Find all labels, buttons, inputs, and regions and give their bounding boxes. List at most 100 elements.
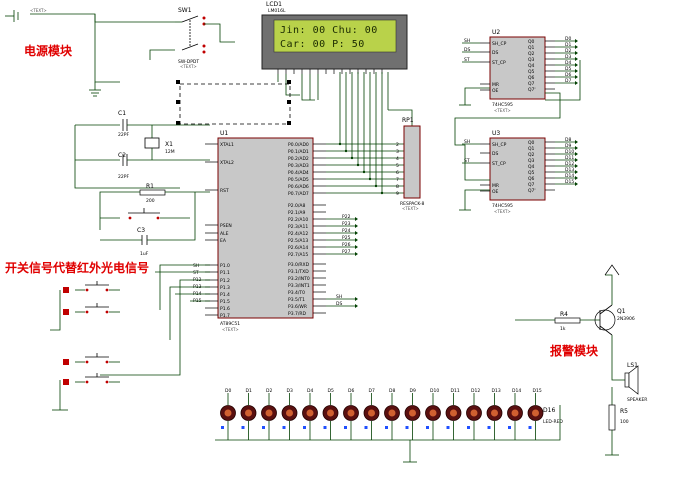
arrow-icon (575, 57, 578, 61)
p2-net-label: P24 (342, 228, 351, 234)
led-core (450, 409, 457, 417)
hc595-output-label: D9 (565, 143, 571, 149)
switch-button-icon[interactable] (63, 359, 69, 365)
u1-pin-label: P3.2/INT0 (288, 276, 310, 282)
dashed-connection-box (179, 83, 291, 125)
hc595-pin-label: Q4 (528, 164, 535, 170)
u2-to-u3-cascade (454, 92, 561, 181)
c1-ref: C1 (118, 110, 126, 117)
u1-pin-label: P2.4/A12 (288, 231, 308, 237)
led-core (224, 409, 232, 417)
sw1-ref: SW1 (178, 7, 192, 14)
hc595-output-label: D5 (565, 66, 571, 72)
u1-pin-label: P1.4 (220, 292, 230, 298)
u1-pin-label: P2.2/A10 (288, 217, 308, 223)
u2-shift-register: U2 SH_CPST_CPDSMROESHSTDSQ0Q1Q2Q3Q4Q5Q6Q… (462, 29, 578, 113)
rp1-pin-number: 8 (396, 184, 399, 190)
led-core (532, 409, 539, 417)
led-pin-marker (385, 426, 388, 429)
led-net-label: D10 (430, 388, 439, 394)
hc595-pin-label: Q2 (528, 152, 535, 158)
hc595-pin-label: Q2 (528, 51, 535, 57)
p2-net-label: P27 (342, 249, 351, 255)
arrow-icon (575, 69, 578, 73)
sw1-value: SW-DPDT (178, 59, 199, 65)
led-pin-marker (405, 426, 409, 429)
p1-wiring (50, 264, 210, 411)
u1-value: AT89C51 (220, 321, 240, 327)
q1-ref: Q1 (617, 308, 626, 315)
led-pin-marker (241, 426, 245, 429)
led-core (327, 409, 334, 417)
lcd-rs-line (301, 74, 315, 101)
svg-text:1uF: 1uF (140, 251, 149, 257)
hc595-pin-label: MR (492, 183, 499, 189)
r1-ref: R1 (146, 183, 154, 190)
hc595-pin-label: Q5 (528, 170, 535, 176)
hc595-output-label: D8 (565, 137, 571, 143)
u1-pin-label: RST (220, 188, 229, 194)
led-common-line (215, 405, 561, 441)
led-net-label: D13 (492, 388, 501, 394)
hc595-pin-label: Q6 (528, 176, 535, 182)
junction-dots (176, 80, 291, 125)
hc595-pin-label: Q3 (528, 57, 535, 63)
hc595-output-label: D0 (565, 36, 571, 42)
u1-pin-label: P3.3/INT1 (288, 283, 310, 289)
svg-text:<TEXT>: <TEXT> (30, 8, 47, 13)
arrow-icon (575, 45, 578, 49)
p2-net-label: P22 (342, 214, 351, 220)
svg-text:<TEXT>: <TEXT> (402, 206, 419, 211)
led-core (265, 409, 273, 417)
u1-pin-label: P2.7/A15 (288, 252, 308, 258)
led-pin-marker (426, 426, 429, 429)
hc595-input-label: ST (464, 57, 470, 63)
svg-text:12M: 12M (165, 149, 175, 155)
arrow-icon (355, 217, 358, 221)
svg-text:22PF: 22PF (118, 174, 129, 180)
led-pin-marker (487, 426, 491, 429)
power-module: 电源模块 <TEXT> (5, 8, 175, 97)
switch-contact (105, 288, 109, 292)
led-net-label: D5 (328, 388, 334, 394)
arrow-icon (575, 39, 578, 43)
led-pin-marker (446, 426, 450, 429)
svg-text:200: 200 (146, 198, 155, 204)
hc595-pin-label: Q7' (528, 188, 536, 194)
arrow-icon (355, 304, 358, 308)
hc595-output-label: D10 (565, 149, 574, 155)
u1-pin-label: P1.1 (220, 270, 230, 276)
switch-button-icon[interactable] (63, 379, 69, 385)
hc595-pin-label: Q5 (528, 69, 535, 75)
sw1-switch[interactable]: SW1 SW-DPDT <TEXT> (149, 7, 235, 69)
u1-pin-label: EA (220, 238, 227, 244)
hc595-pin-label: Q1 (528, 45, 535, 51)
rp1-pin-number: 7 (396, 177, 399, 183)
switch-button-icon[interactable] (63, 309, 69, 315)
switch-contact (85, 360, 89, 364)
switch-contact (105, 360, 109, 364)
p0-data-bus (326, 72, 413, 195)
led-pin-marker (323, 426, 327, 429)
p0-bus-line (326, 72, 347, 152)
led-net-label: D12 (471, 388, 480, 394)
lcd1-value: LM016L (268, 8, 286, 14)
led-net-label: D0 (225, 388, 231, 394)
hc595-pin-label: ST_CP (492, 161, 506, 167)
u1-pin-label: P3.5/T1 (288, 297, 305, 303)
hc595-pin-label: Q0 (528, 39, 535, 45)
r5-ref: R5 (620, 408, 628, 415)
led-net-label: D2 (266, 388, 272, 394)
p3-net-label: SH (336, 294, 342, 300)
switch-button-icon[interactable] (63, 287, 69, 293)
lcd1-display: LCD1 LM016L Jin: 00 Chu: 00 Car: 00 P: 5… (261, 1, 408, 101)
switch-contact (85, 380, 89, 384)
oscillator-section: C1 22PF C2 22PF X1 12M R1 200 C3 1uF (74, 110, 210, 257)
u1-pin-label: P3.4/T0 (288, 290, 305, 296)
u1-pin-label: P1.5 (220, 299, 230, 305)
lcd-line-1: Jin: 00 Chu: 00 (280, 25, 378, 36)
c3-ref: C3 (137, 227, 145, 234)
switch-note-label: 开关信号代替红外光电信号 (5, 260, 149, 275)
p0-bus-line (326, 72, 383, 194)
